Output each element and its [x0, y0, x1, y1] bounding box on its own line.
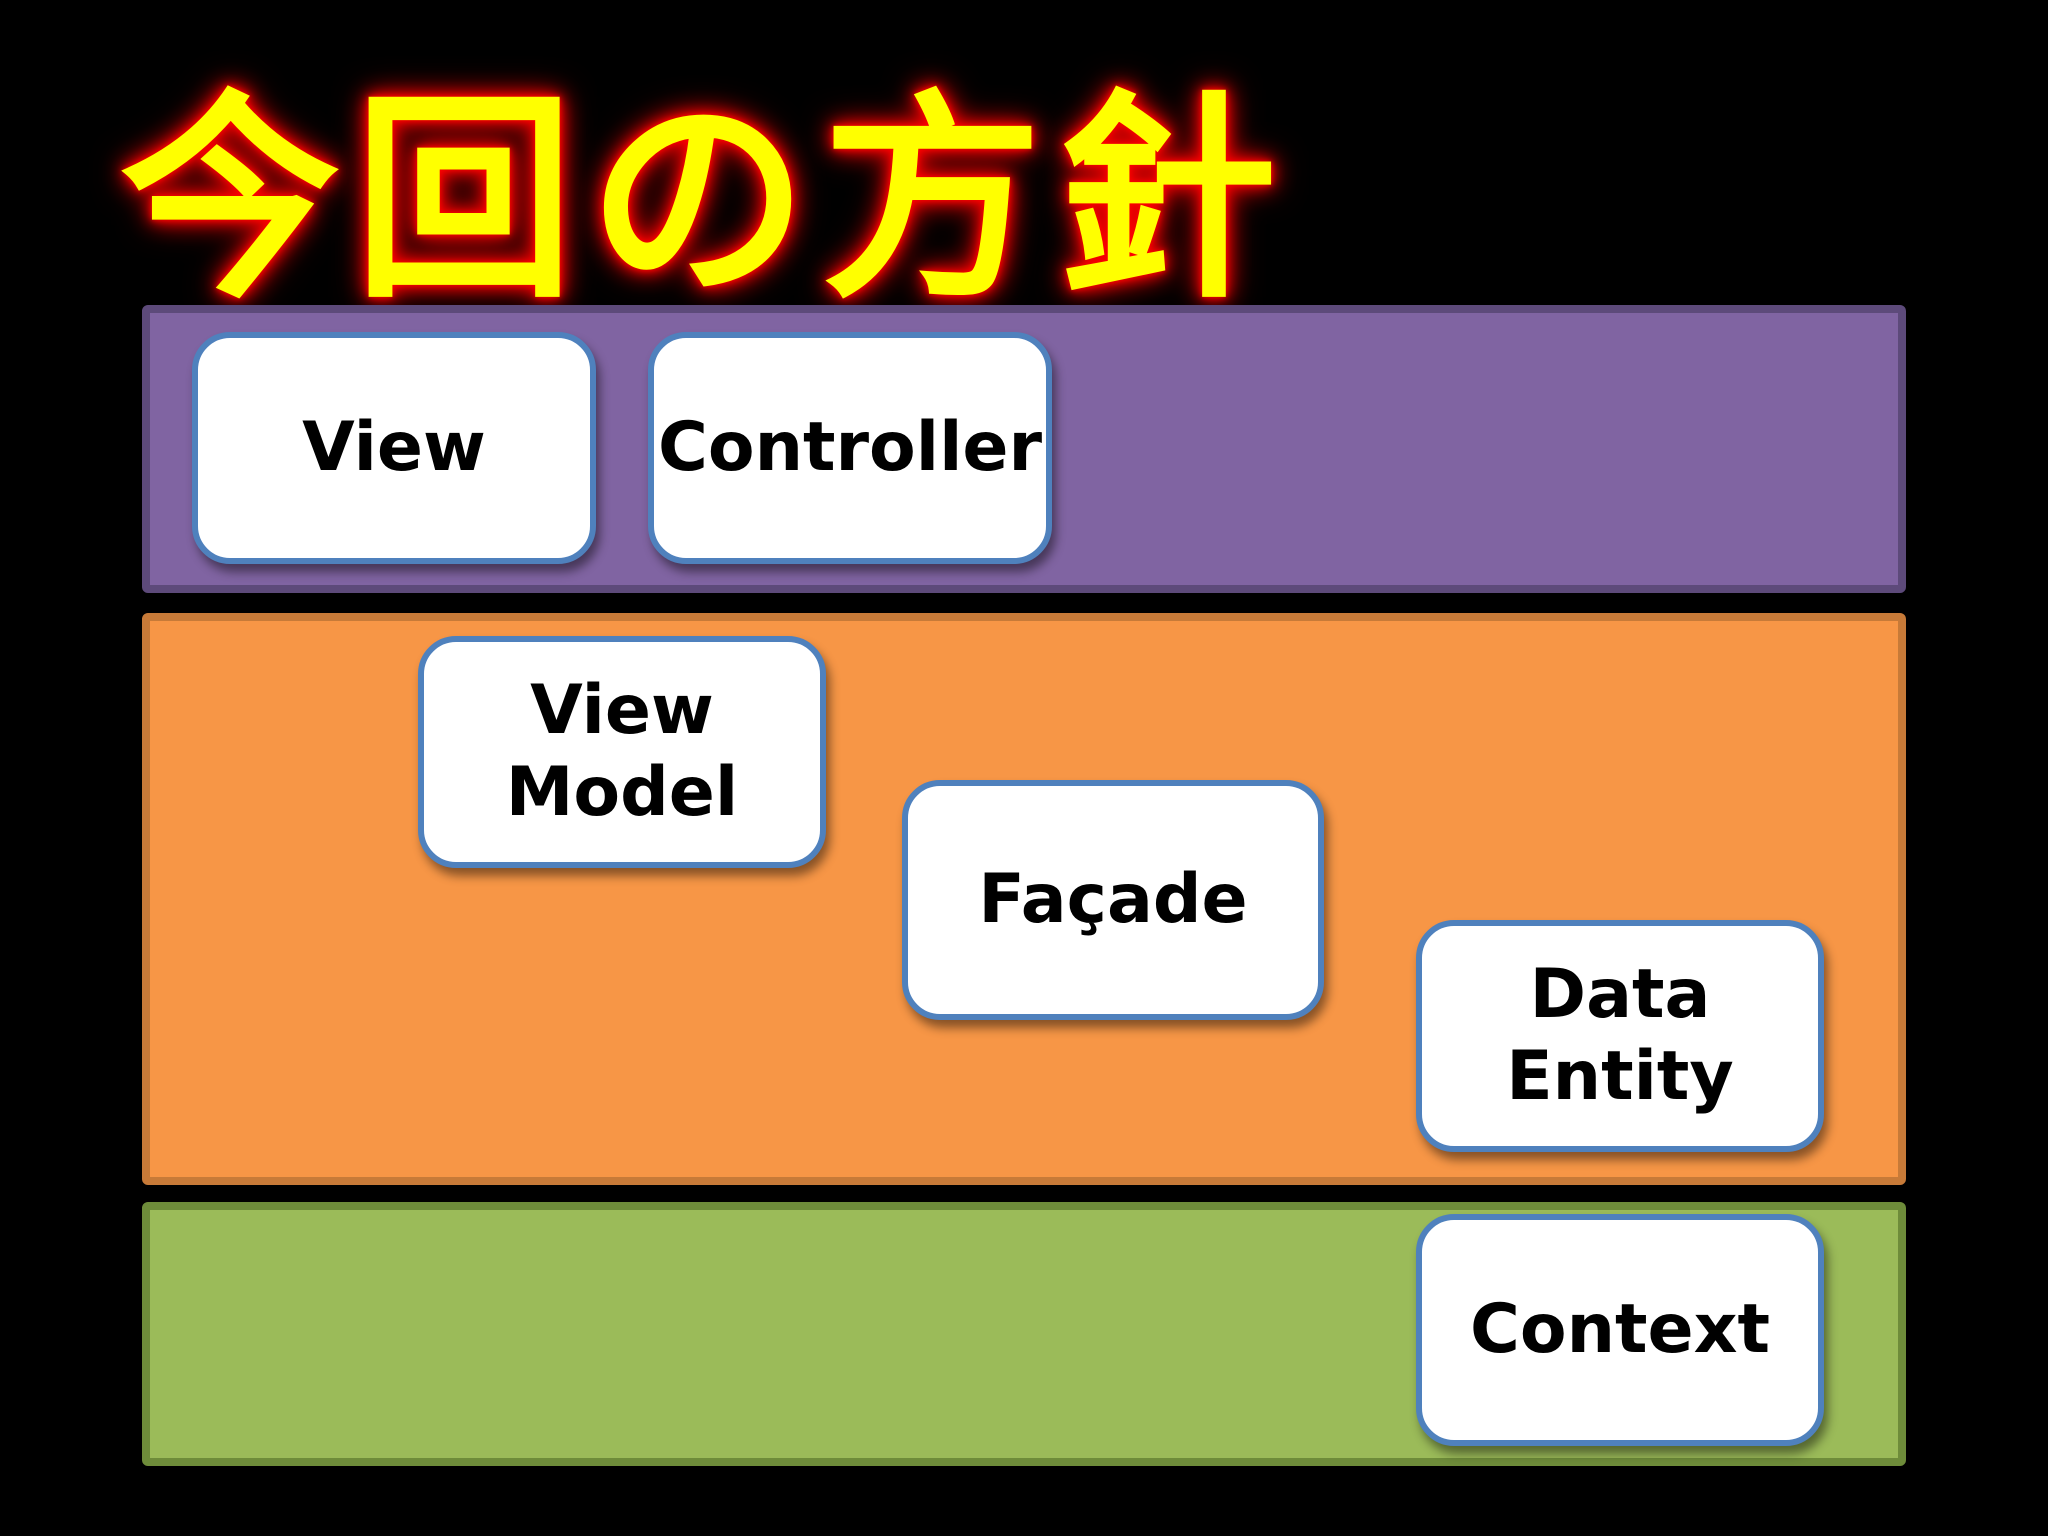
context-label: Context	[1469, 1290, 1771, 1369]
controller-box: Controller	[648, 332, 1052, 564]
data-entity-label: Data Entity	[1506, 955, 1734, 1116]
view-model-label: View Model	[505, 671, 739, 832]
view-model-box: View Model	[418, 636, 826, 868]
controller-label: Controller	[657, 408, 1043, 487]
context-box: Context	[1416, 1214, 1824, 1446]
facade-label: Façade	[978, 860, 1248, 939]
data-entity-box: Data Entity	[1416, 920, 1824, 1152]
facade-box: Façade	[902, 780, 1324, 1020]
view-label: View	[302, 408, 486, 487]
view-box: View	[192, 332, 596, 564]
slide-title: 今回の方針	[120, 72, 1291, 328]
